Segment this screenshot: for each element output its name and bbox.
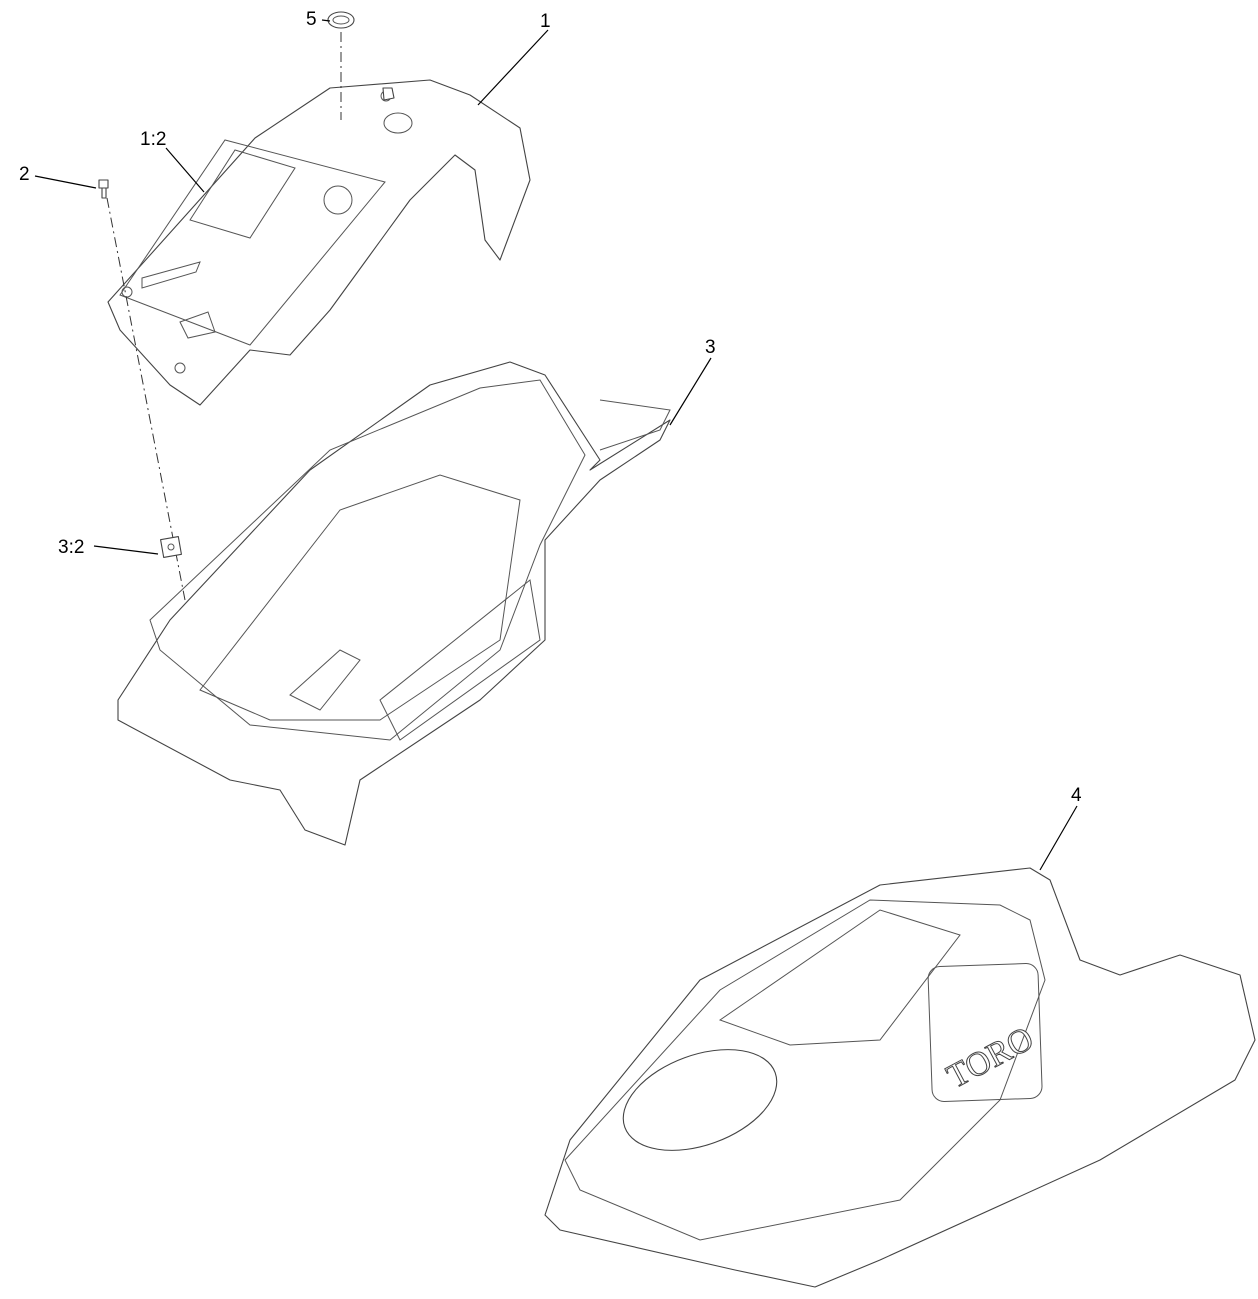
part-5-grommet	[327, 11, 355, 29]
callout-3-2: 3:2	[58, 537, 85, 558]
part-2-bolt	[98, 179, 109, 199]
callout-5: 5	[306, 9, 317, 30]
part-3-housing	[117, 361, 671, 846]
part-4-cover	[544, 867, 1256, 1288]
callout-1-2: 1:2	[140, 129, 167, 150]
part-1-bracket	[107, 79, 531, 406]
callout-1: 1	[540, 11, 551, 32]
callout-4: 4	[1071, 785, 1082, 806]
callout-2: 2	[19, 164, 30, 185]
callout-3: 3	[705, 337, 716, 358]
